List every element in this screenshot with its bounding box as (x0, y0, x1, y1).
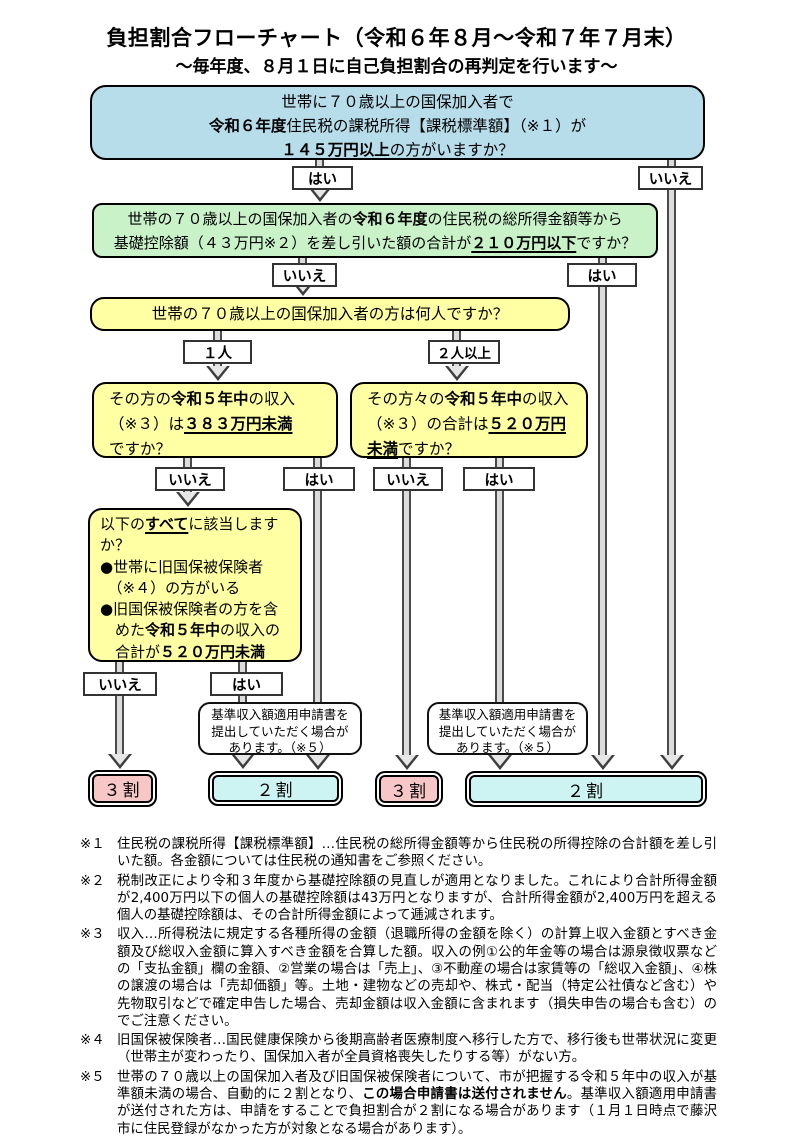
connector-line (402, 458, 411, 760)
arrow-down-icon (395, 755, 419, 770)
question-line: （※３）は３８３万円未満 (109, 415, 293, 433)
question-line: 以下のすべてに該当します (100, 515, 279, 533)
result-label: ２割 (469, 775, 703, 803)
label-one-person: １人 (183, 340, 252, 364)
question-line: １４５万円以上の方がいますか？ (281, 141, 514, 159)
footnote-text: 住民税の課税所得【課税標準額】…住民税の総所得金額等から住民税の所得控除の合計額… (117, 837, 717, 870)
connector-line (115, 662, 124, 759)
page-subtitle: ～毎年度、８月１日に自己負担割合の再判定を行います～ (175, 57, 618, 77)
question-line: ですか？ (109, 440, 172, 458)
result-box-20pct-left: ２割 (208, 771, 343, 806)
result-label: ３割 (92, 774, 153, 803)
arrow-down-icon (206, 366, 230, 381)
footnote-text: 税制改正により令和３年度から基礎控除額の見直しが適用となりました。これにより合計… (117, 873, 717, 924)
question-line: 合計が５２０万円未満 (100, 642, 266, 661)
arrow-down-icon (176, 492, 200, 507)
label-two-or-more: ２人以上 (428, 340, 500, 364)
footnote-3: ※３ 収入…所得税法に規定する各種所得の金額（退職所得の金額を除く）の計算上収入… (80, 926, 717, 1030)
question-line: （※４）の方がいる (100, 578, 241, 597)
question-box-income-520: その方々の令和５年中の収入 （※３）の合計は５２０万円 未満ですか？ (350, 382, 588, 458)
connector-line (667, 160, 676, 760)
result-label: ２割 (212, 775, 339, 802)
question-line: その方々の令和５年中の収入 (367, 390, 569, 408)
question-line: （※３）の合計は５２０万円 (367, 415, 567, 433)
result-box-30pct-right: ３割 (375, 771, 443, 807)
arrow-down-icon (306, 755, 330, 770)
connector-line (598, 258, 607, 760)
arrow-down-icon (108, 754, 132, 769)
result-label: ３割 (379, 775, 439, 803)
question-line: 世帯の７０歳以上の国保加入者の令和６年度の住民税の総所得金額等から (127, 210, 623, 228)
question-box-total-income: 世帯の７０歳以上の国保加入者の令和６年度の住民税の総所得金額等から 基礎控除額（… (92, 203, 658, 258)
arrow-down-icon (591, 755, 615, 770)
label-no-q2: いいえ (272, 263, 337, 287)
question-line: めた令和５年中の収入の (100, 621, 281, 640)
result-box-30pct-left: ３割 (88, 770, 157, 807)
callout-line: あります。（※５） (228, 740, 332, 755)
question-line: ●旧国保被保険者の方を含 (100, 600, 279, 619)
page-title: 負担割合フローチャート（令和６年８月～令和７年７月末） (106, 26, 687, 50)
label-no-q4: いいえ (155, 467, 225, 491)
question-line: ●世帯に旧国保被保険者 (100, 557, 264, 576)
question-line: か？ (100, 536, 131, 555)
footnote-marker: ※１ (80, 837, 105, 852)
callout-line: 基準収入額適用申請書を (211, 707, 349, 722)
footnotes-section: ※１ 住民税の課税所得【課税標準額】…住民税の総所得金額等から住民税の所得控除の… (80, 836, 717, 1138)
callout-application-form-right: 基準収入額適用申請書を 提出していただく場合が あります。（※５） (427, 702, 588, 755)
callout-line: 基準収入額適用申請書を (438, 707, 577, 722)
label-yes-q4: はい (283, 467, 355, 491)
question-line: 未満ですか？ (367, 440, 461, 458)
question-line: その方の令和５年中の収入 (109, 390, 296, 408)
footnote-text: 世帯の７０歳以上の国保加入者及び旧国保被保険者について、市が把握する令和５年中の… (117, 1069, 718, 1137)
question-line: 令和６年度住民税の課税所得【課税標準額】（※１）が (208, 117, 587, 135)
label-yes-q5: はい (463, 467, 535, 491)
connector-line (495, 458, 504, 760)
label-yes-q1: はい (292, 166, 353, 190)
question-line: 世帯に７０歳以上の国保加入者で (281, 93, 514, 111)
callout-line: 提出していただく場合が (211, 723, 349, 739)
footnote-5: ※５ 世帯の７０歳以上の国保加入者及び旧国保被保険者について、市が把握する令和５… (80, 1069, 717, 1138)
callout-line: 提出していただく場合が (438, 723, 577, 739)
label-no-q5: いいえ (373, 467, 443, 491)
arrow-down-icon (308, 187, 332, 202)
question-box-income-383: その方の令和５年中の収入 （※３）は３８３万円未満 ですか？ (92, 382, 338, 458)
question-box-taxable-income: 世帯に７０歳以上の国保加入者で 令和６年度住民税の課税所得【課税標準額】（※１）… (90, 85, 705, 160)
arrow-down-icon (445, 366, 469, 381)
footnote-marker: ※２ (80, 873, 105, 889)
arrow-down-icon (488, 755, 512, 770)
question-line: 基礎控除額（４３万円※２）を差し引いた額の合計が２１０万円以下ですか？ (113, 234, 637, 252)
label-no-q1: いいえ (638, 166, 703, 190)
question-line: 世帯の７０歳以上の国保加入者の方は何人ですか？ (151, 305, 509, 323)
connector-line (313, 458, 322, 760)
footnote-text: 旧国保被保険者…国民健康保険から後期高齢者医療制度へ移行した方で、移行後も世帯状… (117, 1033, 717, 1066)
footnote-4: ※４ 旧国保被保険者…国民健康保険から後期高齢者医療制度へ移行した方で、移行後も… (80, 1032, 717, 1067)
footnote-1: ※１ 住民税の課税所得【課税標準額】…住民税の総所得金額等から住民税の所得控除の… (80, 836, 717, 871)
footnote-text: 収入…所得税法に規定する各種所得の金額（退職所得の金額を除く）の計算上収入金額と… (117, 927, 717, 1029)
callout-line: あります。（※５） (456, 740, 559, 755)
label-yes-q6: はい (210, 672, 283, 696)
arrow-down-icon (660, 755, 684, 770)
question-box-how-many: 世帯の７０歳以上の国保加入者の方は何人ですか？ (90, 297, 570, 331)
footnote-2: ※２ 税制改正により令和３年度から基礎控除額の見直しが適用となりました。これによ… (80, 873, 717, 925)
question-box-all-conditions: 以下のすべてに該当します か？ ●世帯に旧国保被保険者 （※４）の方がいる ●旧… (88, 508, 302, 662)
label-no-q6: いいえ (83, 672, 157, 696)
footnote-marker: ※３ (80, 927, 105, 943)
result-box-20pct-right: ２割 (465, 771, 707, 807)
arrow-down-icon (231, 754, 255, 769)
callout-application-form-left: 基準収入額適用申請書を 提出していただく場合が あります。（※５） (198, 702, 362, 755)
footnote-marker: ※４ (80, 1033, 105, 1049)
footnote-marker: ※５ (80, 1069, 105, 1085)
label-yes-q2: はい (567, 263, 637, 287)
